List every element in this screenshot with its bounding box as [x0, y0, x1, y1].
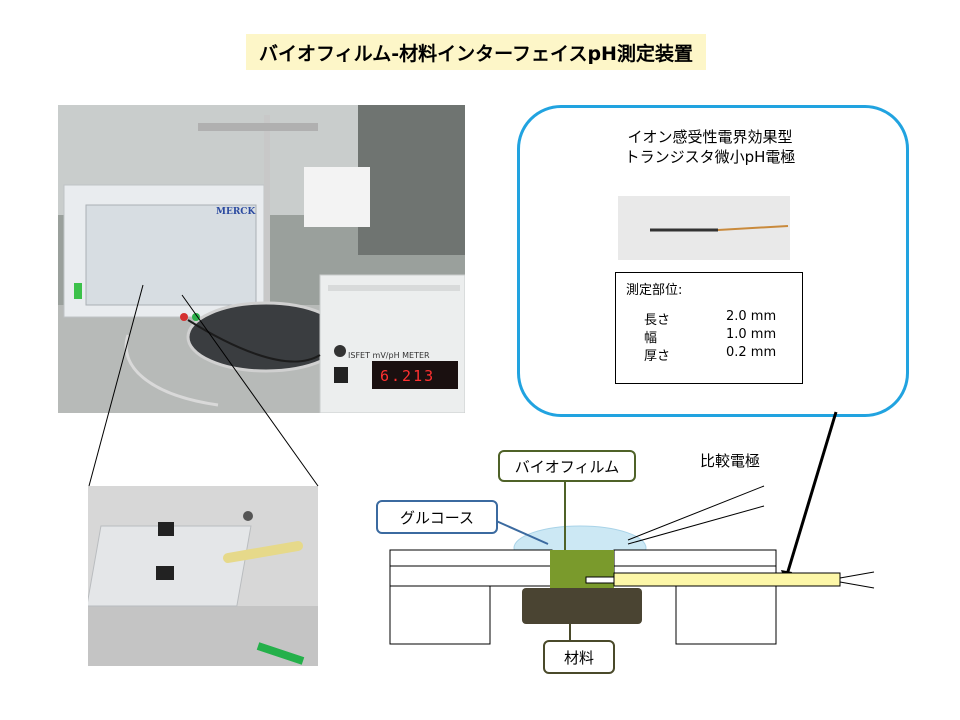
- electrode-tip: [585, 576, 615, 584]
- measurement-label: 長さ: [644, 313, 671, 328]
- brand-label: MERCK: [216, 207, 256, 217]
- measurement-header: 測定部位:: [626, 283, 683, 298]
- block-left: [389, 585, 491, 645]
- measurement-value: 0.2 mm: [726, 345, 777, 360]
- electrode-strip: [613, 572, 841, 587]
- meter-label: ISFET mV/pH METER: [348, 351, 430, 360]
- biofilm-label: バイオフィルム: [498, 450, 636, 482]
- measurement-row: 厚さ 0.2 mm: [644, 345, 794, 364]
- glucose-label: グルコース: [376, 500, 498, 534]
- measurement-value: 2.0 mm: [726, 309, 777, 324]
- block-right: [675, 585, 777, 645]
- measurement-label: 厚さ: [644, 349, 671, 364]
- reference-electrode-label: 比較電極: [700, 452, 761, 470]
- measurement-label: 幅: [644, 331, 658, 346]
- electrode-title-line2: トランジスタ微小pH電極: [624, 148, 796, 166]
- callout-arrow: [784, 411, 838, 579]
- material-label: 材料: [543, 640, 615, 674]
- plate-mid-left: [389, 565, 553, 587]
- electrode-photo: [618, 196, 790, 260]
- meter-reading: 6.213: [380, 367, 436, 385]
- glucose-pointer: [493, 519, 549, 545]
- plate-top-right: [613, 549, 777, 567]
- measurement-box: 測定部位: 長さ 2.0 mm 幅 1.0 mm 厚さ 0.2 mm: [615, 272, 803, 384]
- material-block: [522, 588, 642, 624]
- closeup-photo: [88, 486, 318, 666]
- page-title: バイオフィルム-材料インターフェイスpH測定装置: [246, 34, 706, 70]
- apparatus-photo: MERCK ISFET mV/pH METER 6.213: [58, 105, 465, 413]
- measurement-row: 幅 1.0 mm: [644, 327, 794, 346]
- measurement-row: 長さ 2.0 mm: [644, 309, 794, 328]
- plate-top-left: [389, 549, 553, 567]
- electrode-title-line1: イオン感受性電界効果型: [627, 128, 793, 146]
- electrode-title: イオン感受性電界効果型 トランジスタ微小pH電極: [560, 127, 860, 167]
- measurement-value: 1.0 mm: [726, 327, 777, 342]
